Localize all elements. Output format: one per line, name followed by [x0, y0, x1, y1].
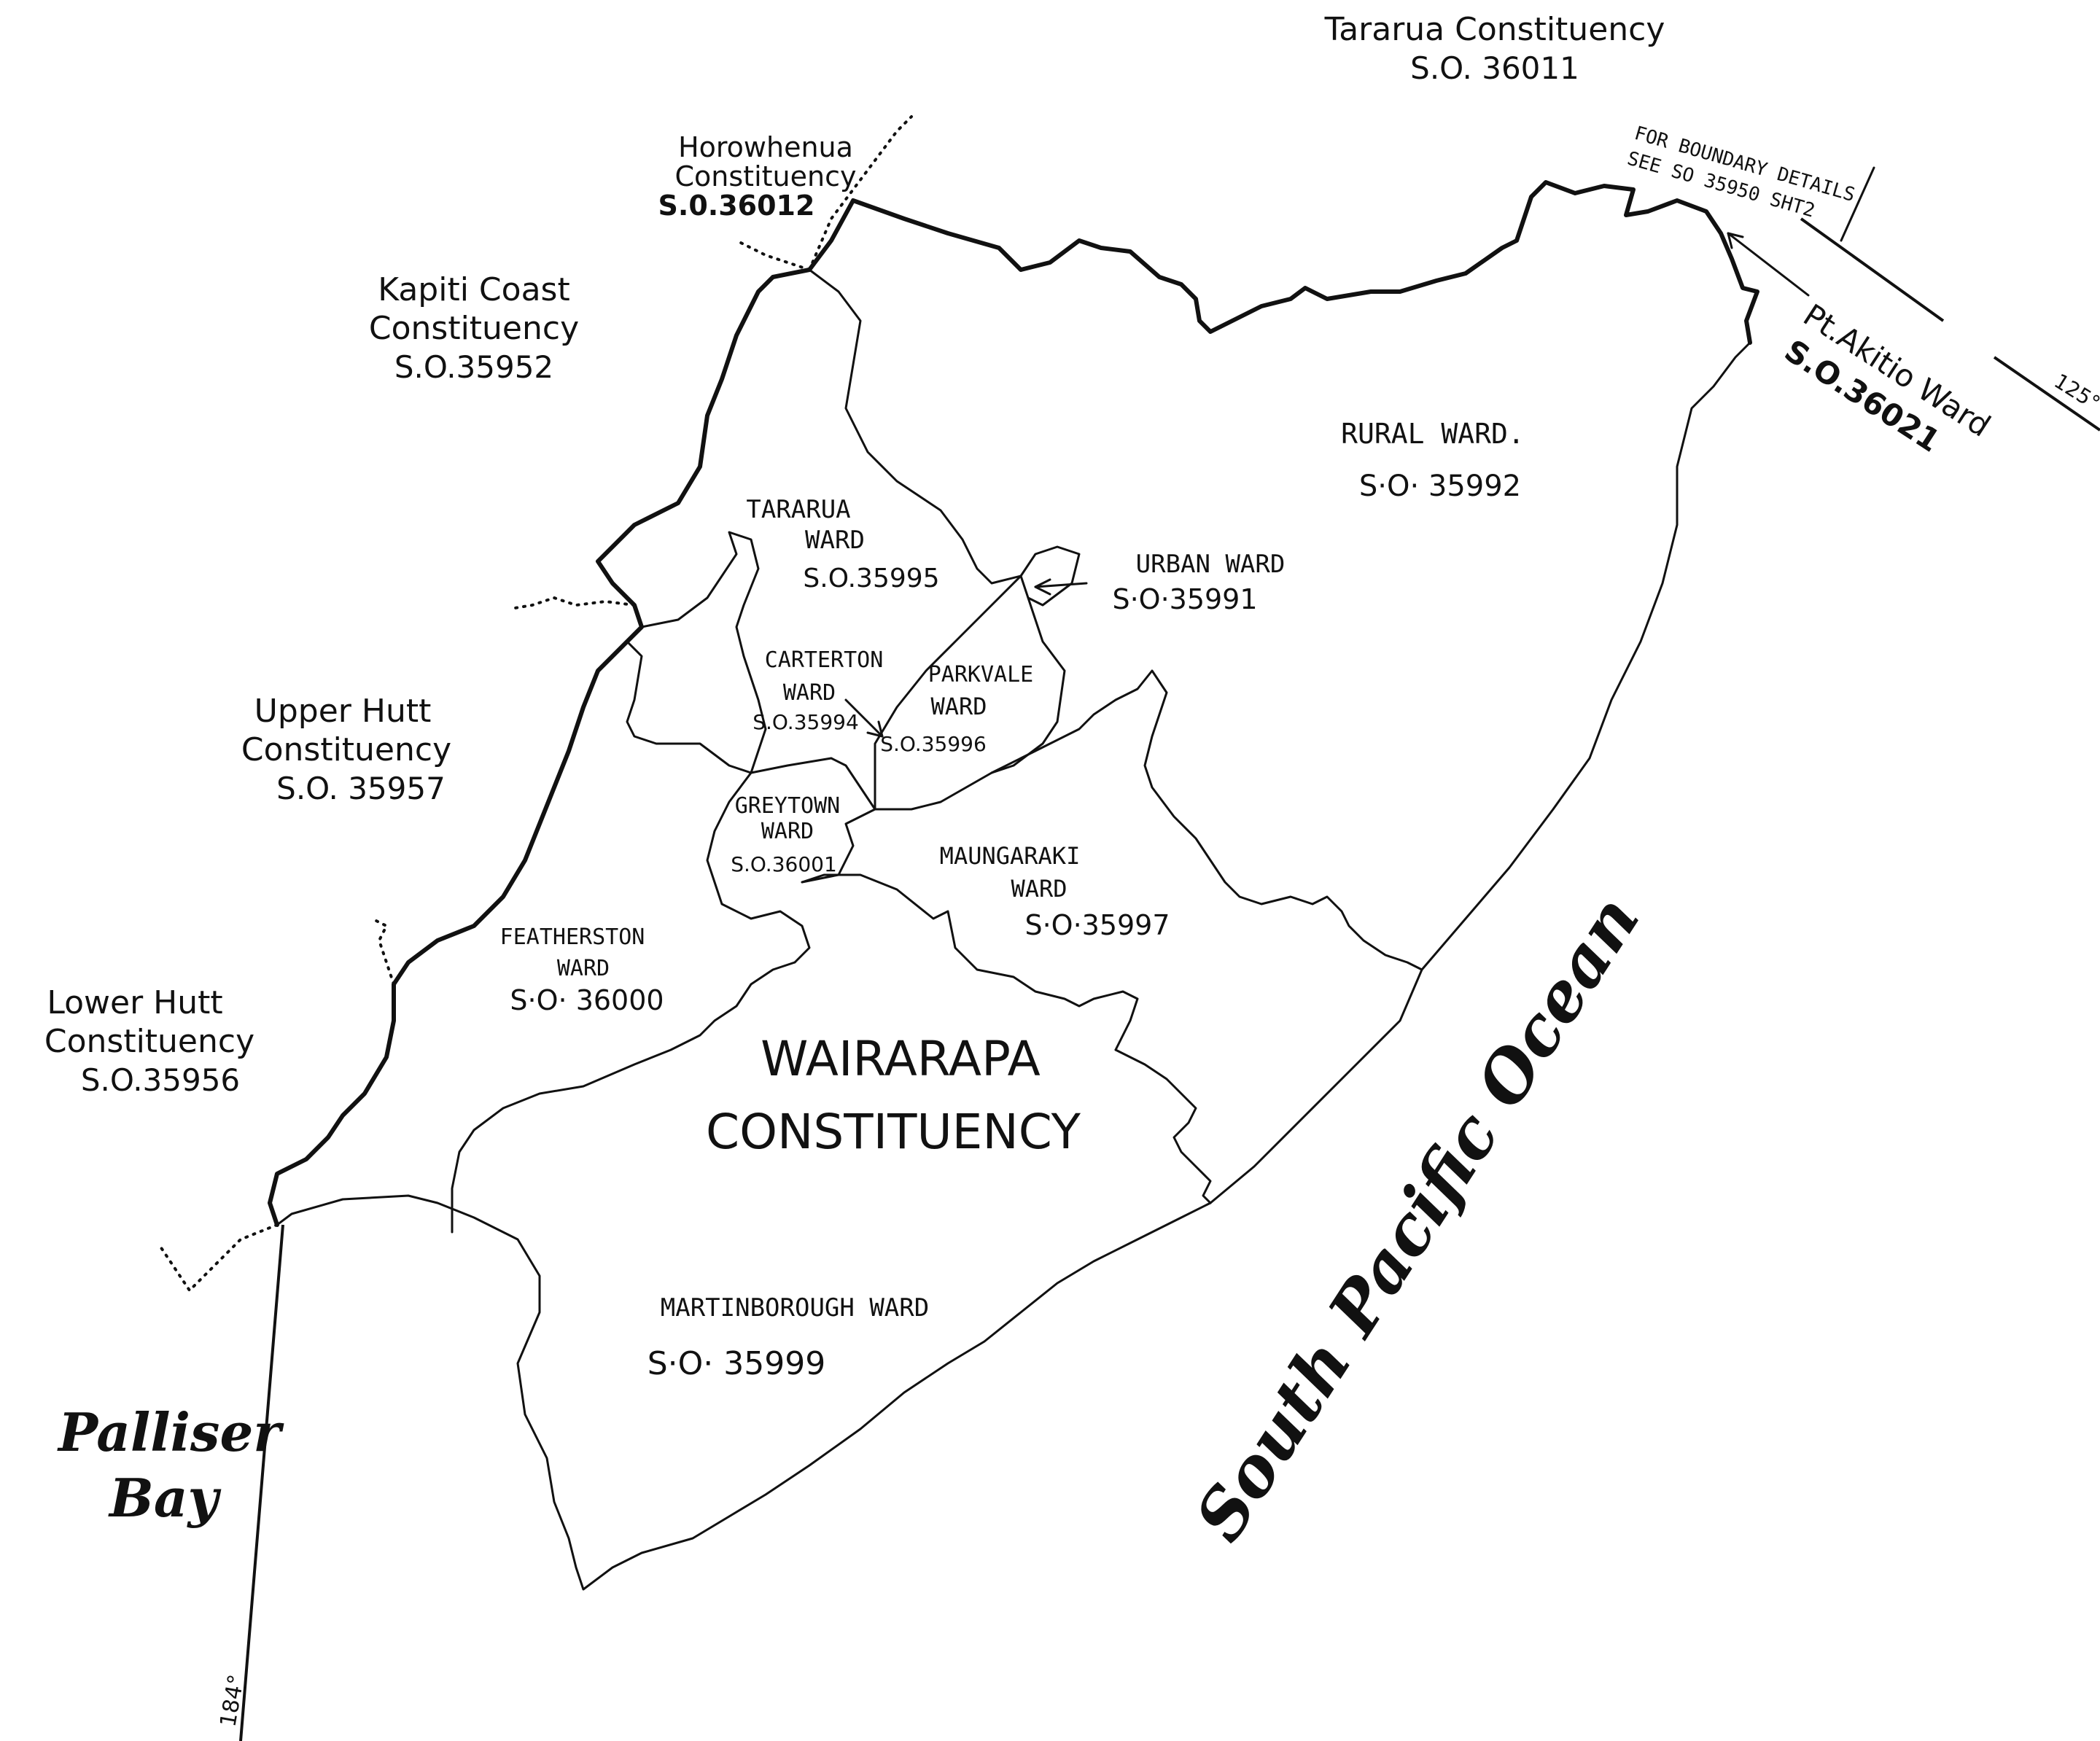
pointer-line [1840, 166, 1875, 242]
grid-lines [239, 166, 2100, 1741]
neighbour-labels: Tararua Constituency S.O. 36011 Horowhen… [44, 11, 1665, 1098]
wairarapa-title-1: WAIRARAPA [761, 1031, 1041, 1087]
rural-ward-label: RURAL WARD. [1341, 418, 1525, 450]
rural-ward-so: S·O· 35992 [1359, 470, 1521, 503]
tararua-ward-so: S.O.35995 [803, 564, 939, 593]
upperhutt-label-1: Upper Hutt [254, 693, 432, 730]
meridian-line [239, 1224, 284, 1741]
urban-ward-so: S·O·35991 [1112, 583, 1257, 615]
tararua-constituency-so: S.O. 36011 [1410, 50, 1579, 86]
meridian-label: 184° [215, 1672, 249, 1729]
kapiti-so: S.O.35952 [394, 349, 553, 385]
ward-labels: RURAL WARD. S·O· 35992 TARARUA WARD S.O.… [500, 297, 1997, 1382]
tararua-ward-label-1: TARARUA [746, 495, 850, 524]
greytown-ward-label-1: GREYTOWN [735, 793, 841, 819]
tararua-ward-label-2: WARD [805, 526, 865, 555]
featherston-ward-so: S·O· 36000 [510, 984, 664, 1016]
featherston-ward-label-2: WARD [557, 956, 610, 981]
wairarapa-outer-boundary [807, 180, 1759, 345]
corner-grid-line-2 [1993, 356, 2100, 432]
urban-ward-label: URBAN WARD [1136, 550, 1286, 579]
palliser-label: Palliser [57, 1401, 284, 1463]
greytown-ward-label-2: WARD [761, 819, 814, 844]
wairarapa-east-coast [1209, 341, 1751, 1204]
wairarapa-south-coast [276, 1194, 1212, 1591]
maungaraki-ward-so: S·O·35997 [1024, 909, 1170, 941]
lowerhutt-label-1: Lower Hutt [47, 984, 222, 1021]
arrows [844, 232, 1810, 738]
martinborough-ward-label: MARTINBOROUGH WARD [661, 1293, 929, 1323]
bay-label: Bay [108, 1467, 222, 1529]
parkvale-ward-so: S.O.35996 [880, 732, 987, 756]
horowhenua-so: S.0.36012 [658, 190, 815, 222]
boundary-note: FOR BOUNDARY DETAILS SEE SO 35950 SHT2 [1625, 122, 1857, 222]
dotted-boundaries [159, 115, 913, 1293]
maungaraki-ward-label-1: MAUNGARAKI [940, 842, 1081, 870]
water-labels: Palliser Bay South Pacific Ocean [57, 882, 1654, 1554]
kapiti-label-1: Kapiti Coast [378, 271, 569, 308]
horowhenua-label-2: Constituency [675, 160, 857, 192]
carterton-ward-label-1: CARTERTON [765, 647, 884, 673]
greytown-ward-so: S.O.36001 [731, 852, 837, 876]
tararua-constituency-label: Tararua Constituency [1324, 11, 1665, 48]
carterton-ward-label-2: WARD [783, 680, 836, 706]
kapiti-label-2: Constituency [369, 310, 579, 347]
corner-grid-line [1800, 217, 1945, 322]
lowerhutt-so: S.O.35956 [81, 1062, 240, 1098]
lowerhutt-label-2: Constituency [44, 1023, 254, 1060]
parkvale-ward-label-2: WARD [930, 693, 987, 720]
corner-label: 125° [2050, 369, 2100, 416]
wairarapa-west-boundary [268, 268, 812, 1227]
maungaraki-ward-label-2: WARD [1011, 875, 1067, 903]
upperhutt-label-2: Constituency [241, 731, 451, 768]
featherston-ward-label-1: FEATHERSTON [500, 924, 645, 950]
carterton-ward-so: S.O.35994 [752, 710, 859, 734]
upperhutt-so: S.O. 35957 [276, 771, 446, 806]
wairarapa-title-2: CONSTITUENCY [706, 1104, 1081, 1160]
horowhenua-label-1: Horowhenua [678, 131, 853, 163]
parkvale-ward-label-1: PARKVALE [928, 662, 1034, 688]
martinborough-ward-so: S·O· 35999 [648, 1345, 826, 1382]
ward-boundaries [451, 268, 1423, 1234]
